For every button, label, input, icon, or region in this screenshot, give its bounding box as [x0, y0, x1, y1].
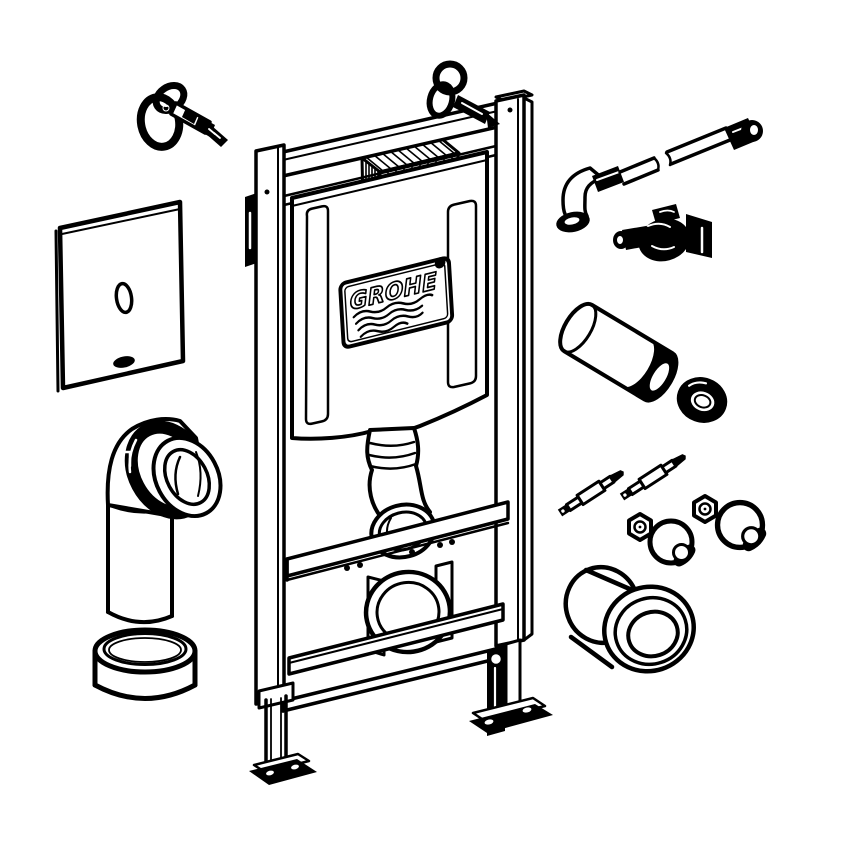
- foot-plate: [249, 759, 317, 785]
- flush-pipe-seal-ring: [676, 377, 728, 423]
- frame-left-rail: [245, 143, 286, 706]
- frame-right-rail: [494, 89, 534, 648]
- flush-plate: [54, 199, 186, 393]
- registered-trademark-dot: [434, 257, 446, 269]
- pipe-fitting: [592, 166, 624, 192]
- dome-cover-cap-2: [718, 503, 763, 548]
- logo-wave-lines: [352, 293, 434, 338]
- water-supply-pipe: [556, 118, 763, 233]
- rail-hole: [507, 107, 513, 113]
- crossbar-bolt-holes: [344, 539, 455, 571]
- foot-plate: [469, 704, 553, 733]
- frame-lower-crossbar: [287, 602, 505, 676]
- elbow-opening: [151, 435, 223, 519]
- frame-upper-crossbar: [285, 500, 510, 582]
- flush-pipe: [558, 301, 679, 403]
- rail-hole: [264, 189, 270, 195]
- drain-elbow: [105, 417, 223, 625]
- inspection-shaft-top-hatch: [365, 139, 456, 172]
- dome-cover-cap-1: [650, 521, 692, 563]
- mounting-frame: GROHE: [245, 60, 553, 785]
- cistern-right-recess: [446, 199, 478, 389]
- fastener-set: [555, 449, 763, 563]
- flush-pipe-end-band: [622, 339, 677, 401]
- cistern-left-recess: [304, 204, 330, 426]
- threaded-rod-2: [617, 449, 691, 504]
- outlet-taper-gasket: [563, 564, 696, 674]
- angle-stop-valve: [613, 204, 712, 262]
- frame-eye-bolt: [426, 60, 500, 128]
- hex-nut-2: [692, 494, 718, 524]
- hex-nut-1: [627, 512, 653, 542]
- cistern-rim-line: [282, 144, 498, 198]
- seal-sleeve-cup: [92, 627, 198, 701]
- bolt-collar: [182, 108, 198, 124]
- pipe-break-mark: [652, 156, 660, 172]
- flush-plate-mark: [113, 356, 135, 368]
- threaded-rod-1: [555, 465, 629, 520]
- frame-right-foot: [469, 638, 553, 736]
- frame-left-foot: [249, 681, 317, 785]
- wall-anchor-eye-bolt: [136, 82, 228, 151]
- flush-plate-sensor-window: [114, 281, 134, 315]
